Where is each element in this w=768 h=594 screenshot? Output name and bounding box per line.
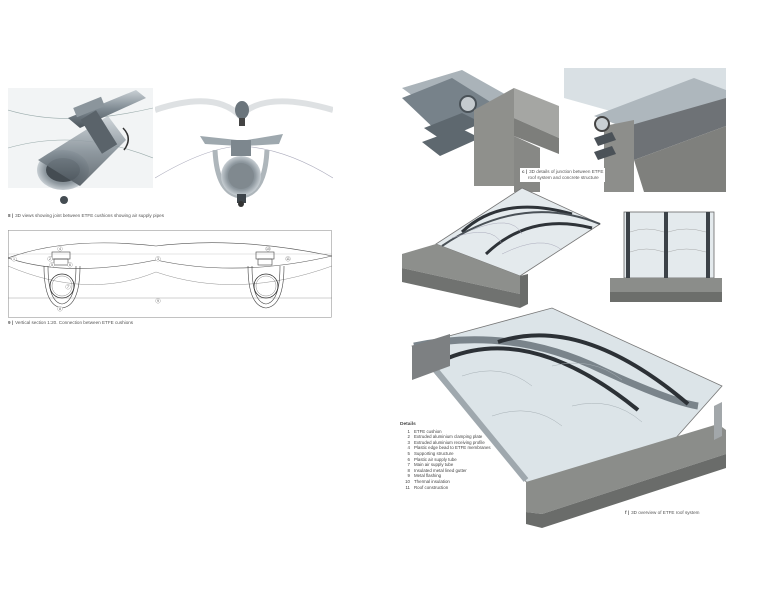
legend-item-number: 7 xyxy=(407,462,410,468)
section-callout-circle xyxy=(285,256,291,262)
legend-item-number: 3 xyxy=(407,439,410,445)
pipe-joint-3d-view-right xyxy=(155,98,333,207)
legend-title: Details xyxy=(400,422,416,427)
section-callout-label: 2 xyxy=(49,257,51,261)
legend-item-number: 8 xyxy=(407,467,410,473)
section-callout-label: 11 xyxy=(286,257,290,261)
legend-item-text: Thermal insulation xyxy=(414,478,450,484)
legend-item: 6 Plastic air supply tube xyxy=(400,457,491,463)
legend-item: 4 Plastic edge bead to ETFE membranes xyxy=(400,445,491,451)
legend-item-text: Plastic air supply tube xyxy=(414,456,457,462)
legend-item: 2 Extruded aluminium clamping plate xyxy=(400,434,491,440)
figure-a-number: 8 | xyxy=(8,213,14,218)
figure-f-number: f | xyxy=(625,510,630,515)
figure-f-caption: 3D overview of ETFE roof system xyxy=(631,510,700,515)
legend-item-text: ETFE cushion xyxy=(414,428,442,434)
legend-item-number: 1 xyxy=(407,428,410,434)
figure-b-number: 9 | xyxy=(8,320,14,325)
figure-a-caption: 3D views showing joint between ETFE cush… xyxy=(15,213,164,218)
figure-c-number: c | xyxy=(522,169,528,174)
section-callout-circle xyxy=(49,262,55,268)
section-callout-circle xyxy=(57,306,63,312)
section-callout-label: 9 xyxy=(157,299,159,303)
section-callout-circle xyxy=(65,284,71,290)
section-callout-label: 1 xyxy=(13,257,15,261)
legend-item: 1 ETFE cushion xyxy=(400,429,491,435)
vertical-section-drawing: 1 2 3 4 5 6 7 8 9 10 11 xyxy=(8,230,332,318)
pipe-joint-3d-view-left xyxy=(8,88,153,204)
legend-item-number: 10 xyxy=(405,478,410,484)
legend-item: 7 Main air supply tube xyxy=(400,462,491,468)
section-callout-label: 5 xyxy=(51,263,53,267)
section-callout-label: 10 xyxy=(266,247,270,251)
section-callout-circle xyxy=(57,246,63,252)
legend-item: 8 Insulated metal lined gutter xyxy=(400,468,491,474)
section-callout-circle xyxy=(155,256,161,262)
section-callout-label: 4 xyxy=(59,247,61,251)
legend-item: 10 Thermal insulation xyxy=(400,479,491,485)
figure-c-caption-line1: 3D details of junction between ETFE xyxy=(529,169,604,174)
section-callout-circle xyxy=(47,256,53,262)
legend-item-text: Extruded aluminium clamping plate xyxy=(414,434,483,440)
legend-item-number: 2 xyxy=(407,434,410,440)
junction-detail-3d-right xyxy=(564,68,726,192)
section-callout-label: 7 xyxy=(67,285,69,289)
legend-item-text: Plastic edge bead to ETFE membranes xyxy=(414,445,491,451)
section-callout-circle xyxy=(67,262,73,268)
section-callout-label: 8 xyxy=(59,307,61,311)
junction-detail-3d-left xyxy=(402,68,559,192)
legend-item: 9 Metal flashing xyxy=(400,473,491,479)
roof-module-3d-perspective xyxy=(402,187,601,308)
roof-module-3d-top-view xyxy=(610,211,722,302)
legend-item-text: Insulated metal lined gutter xyxy=(414,467,467,473)
section-callout-label: 6 xyxy=(69,263,71,267)
section-callout-circle xyxy=(155,298,161,304)
section-callout-circle xyxy=(265,246,271,252)
legend-item-text: Main air supply tube xyxy=(414,462,454,468)
legend-item-number: 11 xyxy=(405,484,410,490)
legend-item-text: Metal flashing xyxy=(414,473,442,479)
figure-b-caption: Vertical section 1:20. Connection betwee… xyxy=(15,320,134,325)
legend-item-number: 6 xyxy=(407,456,410,462)
legend-item-number: 9 xyxy=(407,473,410,479)
legend-item: 3 Extruded aluminium receiving profile xyxy=(400,440,491,446)
legend-item: 11 Roof construction xyxy=(400,485,491,491)
section-callout-circle xyxy=(11,256,17,262)
legend-item-text: Extruded aluminium receiving profile xyxy=(414,439,485,445)
legend-item-number: 5 xyxy=(407,450,410,456)
legend-item: 5 Supporting structure xyxy=(400,451,491,457)
roof-system-3d-overview xyxy=(411,307,726,528)
figure-c-caption-line2: roof system and concrete structure xyxy=(528,175,599,180)
legend-item-number: 4 xyxy=(407,445,410,451)
section-callout-label: 3 xyxy=(157,257,159,261)
legend-item-text: Supporting structure xyxy=(414,450,454,456)
legend-item-text: Roof construction xyxy=(414,484,449,490)
